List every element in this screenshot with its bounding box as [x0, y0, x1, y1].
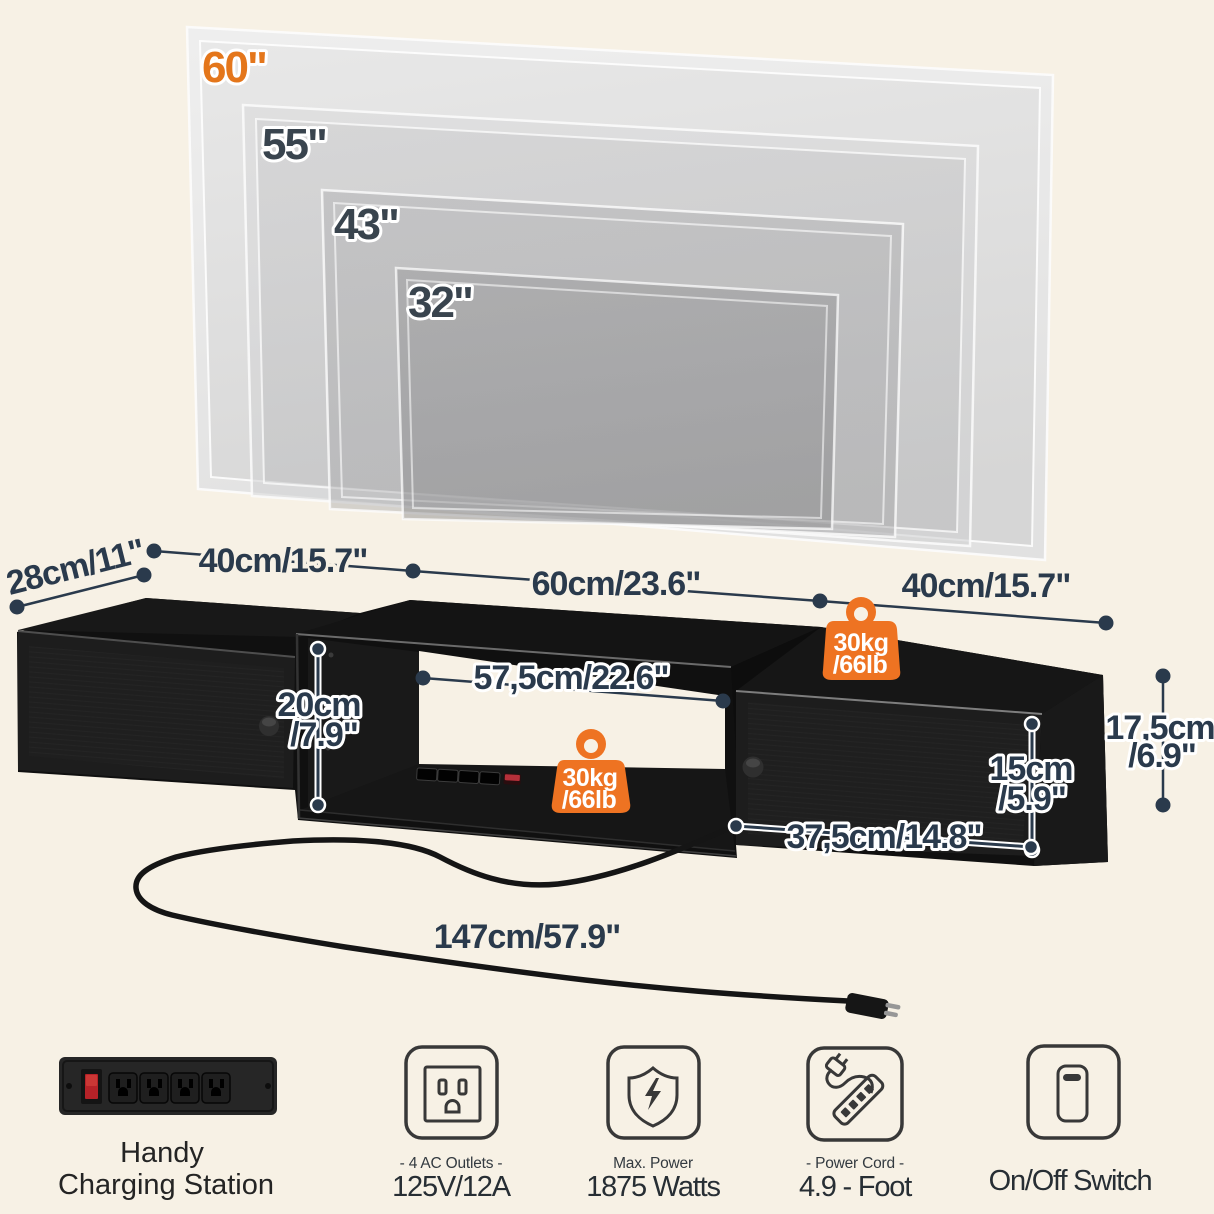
svg-text:37,5cm/14.8": 37,5cm/14.8"	[786, 818, 981, 856]
svg-text:30kg: 30kg	[834, 629, 889, 657]
svg-text:- Power Cord -: - Power Cord -	[806, 1155, 904, 1172]
svg-text:125V/12A: 125V/12A	[392, 1171, 512, 1203]
svg-text:Charging Station: Charging Station	[58, 1169, 274, 1201]
svg-text:On/Off Switch: On/Off Switch	[989, 1165, 1152, 1197]
svg-text:Max. Power: Max. Power	[613, 1155, 693, 1172]
svg-text:30kg: 30kg	[563, 764, 618, 792]
svg-text:147cm/57.9": 147cm/57.9"	[434, 918, 621, 956]
svg-text:17,5cm: 17,5cm	[1105, 709, 1214, 747]
svg-text:Handy: Handy	[120, 1137, 204, 1169]
svg-text:60": 60"	[202, 43, 266, 92]
svg-text:40cm/15.7": 40cm/15.7"	[199, 542, 368, 580]
svg-text:/6.9": /6.9"	[1128, 737, 1196, 775]
svg-text:40cm/15.7": 40cm/15.7"	[902, 567, 1071, 605]
svg-text:- 4 AC Outlets -: - 4 AC Outlets -	[400, 1155, 503, 1172]
svg-text:55": 55"	[262, 120, 326, 169]
svg-text:60cm/23.6": 60cm/23.6"	[532, 565, 701, 603]
svg-text:4.9 - Foot: 4.9 - Foot	[799, 1171, 912, 1203]
svg-text:43": 43"	[334, 200, 398, 249]
svg-text:/66lb: /66lb	[833, 651, 888, 679]
svg-text:20cm: 20cm	[278, 686, 361, 724]
svg-text:15cm: 15cm	[990, 750, 1073, 788]
svg-text:32": 32"	[408, 278, 472, 327]
svg-text:1875 Watts: 1875 Watts	[586, 1171, 720, 1203]
svg-text:/66lb: /66lb	[562, 786, 617, 814]
svg-text:/5.9": /5.9"	[998, 780, 1066, 818]
svg-text:57,5cm/22.6": 57,5cm/22.6"	[473, 659, 668, 697]
svg-text:/7.9": /7.9"	[290, 716, 358, 754]
